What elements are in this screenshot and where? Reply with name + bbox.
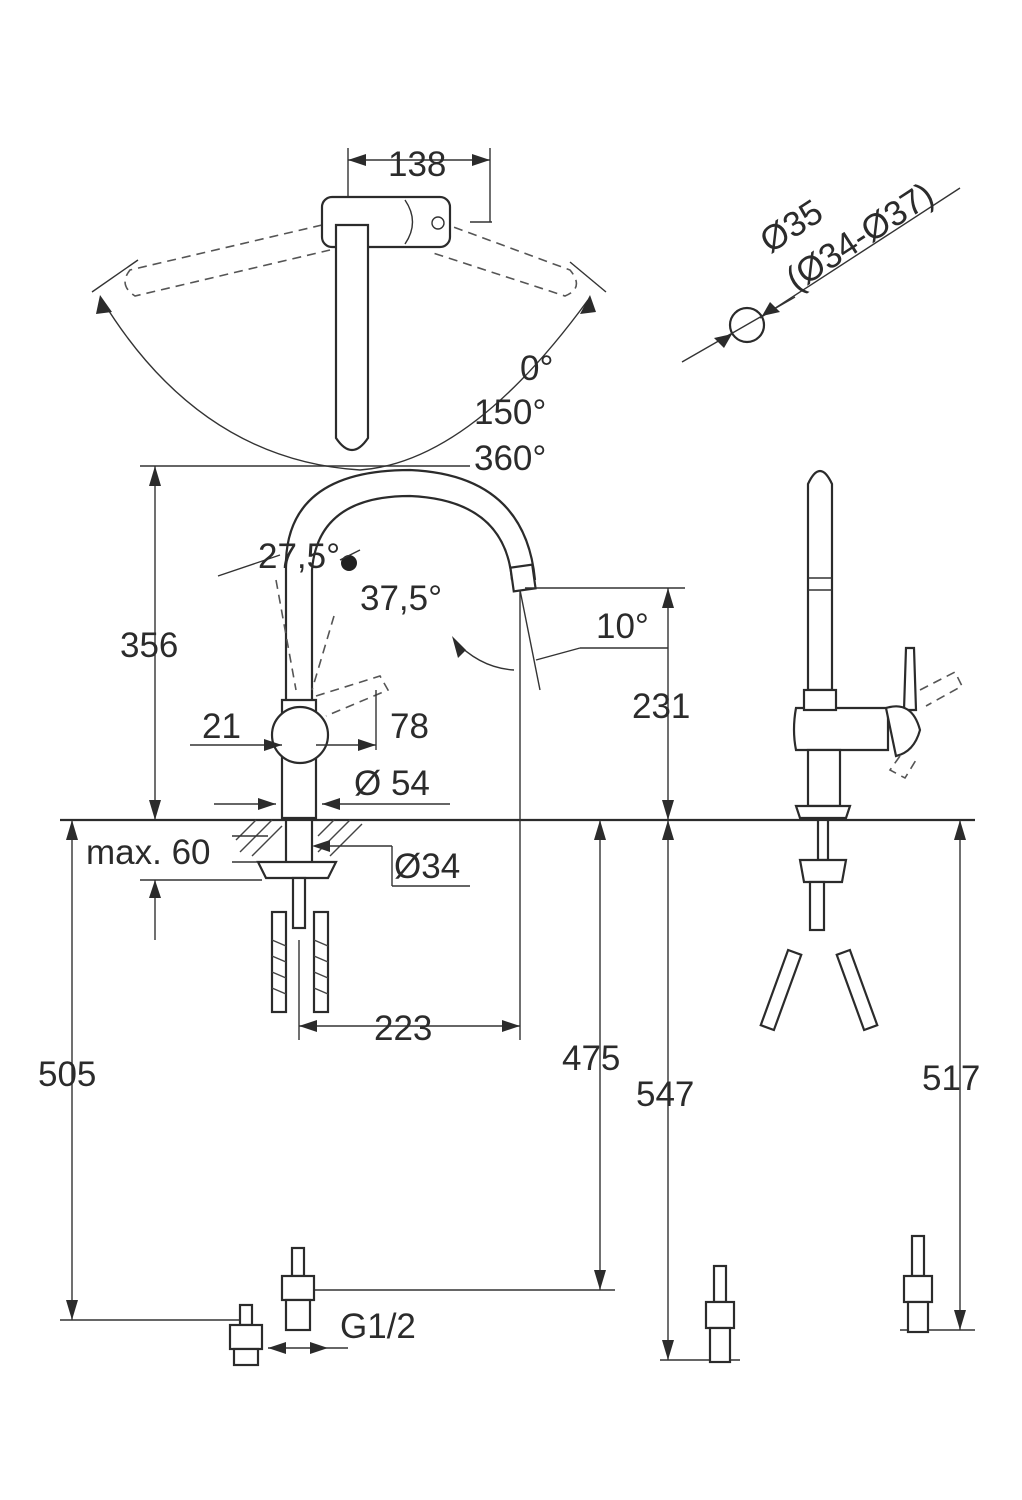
dim-547: 547 bbox=[636, 1075, 694, 1114]
dim-21: 21 bbox=[202, 707, 241, 746]
dim-356: 356 bbox=[120, 626, 178, 665]
dim-78: 78 bbox=[390, 707, 429, 746]
dim-517: 517 bbox=[922, 1059, 980, 1098]
top-view bbox=[91, 148, 607, 471]
dim-231: 231 bbox=[632, 687, 690, 726]
dim-34: Ø34 bbox=[394, 847, 460, 886]
dim-max-60: max. 60 bbox=[86, 833, 211, 872]
dim-g12: G1/2 bbox=[340, 1307, 416, 1346]
dim-223: 223 bbox=[374, 1009, 432, 1048]
side-view bbox=[660, 469, 975, 1364]
angle-37-5: 37,5° bbox=[360, 579, 442, 618]
dim-54: Ø 54 bbox=[354, 764, 430, 803]
angle-360: 360° bbox=[474, 439, 546, 478]
angle-150: 150° bbox=[474, 393, 546, 432]
angle-0: 0° bbox=[520, 349, 553, 388]
dim-475: 475 bbox=[562, 1039, 620, 1078]
angle-27-5: 27,5° bbox=[258, 537, 340, 576]
front-view bbox=[60, 465, 975, 1367]
dim-505: 505 bbox=[38, 1055, 96, 1094]
dim-138: 138 bbox=[388, 145, 446, 184]
mounting-hole-detail bbox=[681, 187, 961, 363]
angle-10: 10° bbox=[596, 607, 649, 646]
